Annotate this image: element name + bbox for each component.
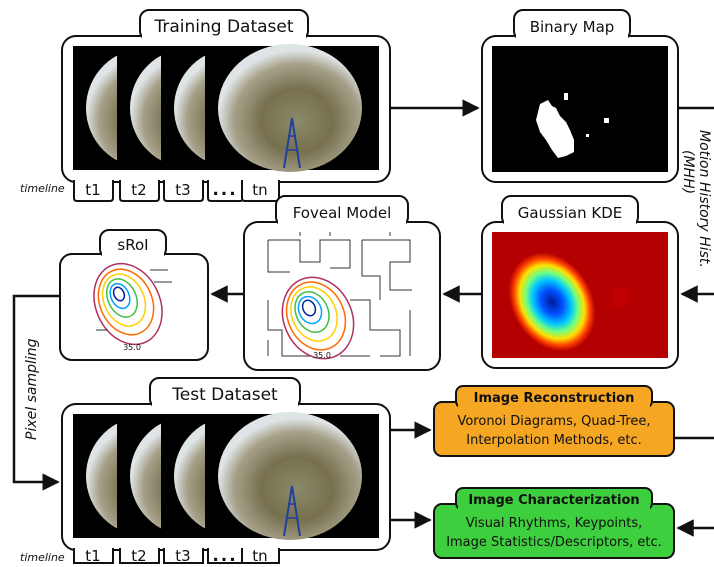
test-tab-t2: t2 xyxy=(131,547,146,565)
foveal-model-title: Foveal Model xyxy=(293,204,392,222)
binary-map-image xyxy=(492,46,668,172)
reconstruction-line-2: Interpolation Methods, etc. xyxy=(466,433,642,448)
gaussian-kde-title: Gaussian KDE xyxy=(518,204,622,222)
test-time-tabs: t1 t2 t3 ... tn xyxy=(73,546,280,566)
tab-tn: tn xyxy=(252,181,267,199)
training-time-tabs: t1 t2 t3 ... tn xyxy=(73,180,280,202)
image-characterization-box: Image Characterization Visual Rhythms, K… xyxy=(433,487,675,559)
pixel-sampling-label: Pixel sampling xyxy=(24,338,40,440)
training-dataset-panel: Training Dataset timeline t1 t2 t3 xyxy=(20,9,391,202)
test-timeline-label: timeline xyxy=(20,551,65,564)
test-tab-ellipsis: ... xyxy=(212,546,237,566)
pixel-sampling-text: Pixel sampling xyxy=(24,338,40,440)
sroi-contours xyxy=(93,262,172,346)
arrow-sroi-to-test xyxy=(12,294,60,491)
test-tab-t3: t3 xyxy=(175,547,190,565)
training-frames xyxy=(86,44,379,172)
foveal-contours xyxy=(281,276,355,360)
timeline-label: timeline xyxy=(20,182,65,195)
sroi-title: sRoI xyxy=(117,236,148,254)
mhh-line-1: Motion History Hist. xyxy=(696,130,712,268)
fisheye-canopy-image xyxy=(218,44,362,172)
tab-t2: t2 xyxy=(131,181,146,199)
foveal-grid xyxy=(267,232,412,357)
gaussian-kde-panel: Gaussian KDE xyxy=(481,195,679,369)
foveal-contour-label: 35.0 xyxy=(313,351,331,360)
test-tab-t1: t1 xyxy=(85,547,100,565)
training-title: Training Dataset xyxy=(153,17,293,37)
characterization-title: Image Characterization xyxy=(468,493,639,508)
sroi-panel: sRoI 35.0 xyxy=(59,229,209,361)
binary-map-panel: Binary Map xyxy=(481,9,679,183)
reconstruction-title: Image Reconstruction xyxy=(474,391,635,406)
test-title: Test Dataset xyxy=(171,385,278,405)
test-frames xyxy=(86,412,379,540)
test-tab-tn: tn xyxy=(252,547,267,565)
sroi-contour-label: 35.0 xyxy=(123,343,141,352)
foveal-model-panel: Foveal Model 35.0 xyxy=(243,195,441,371)
tab-ellipsis: ... xyxy=(212,180,237,200)
characterization-line-1: Visual Rhythms, Keypoints, xyxy=(466,516,643,531)
tab-t1: t1 xyxy=(85,181,100,199)
mhh-line-2: (MHH) xyxy=(680,150,696,194)
test-dataset-panel: Test Dataset timeline t1 t2 t3 ... tn xyxy=(20,377,391,566)
reconstruction-line-1: Voronoi Diagrams, Quad-Tree, xyxy=(457,414,650,429)
tab-t3: t3 xyxy=(175,181,190,199)
connectors xyxy=(12,99,714,537)
binary-map-title: Binary Map xyxy=(530,18,615,36)
characterization-line-2: Image Statistics/Descriptors, etc. xyxy=(446,535,662,550)
image-reconstruction-box: Image Reconstruction Voronoi Diagrams, Q… xyxy=(433,385,675,457)
mhh-label: Motion History Hist. (MHH) xyxy=(680,130,712,268)
